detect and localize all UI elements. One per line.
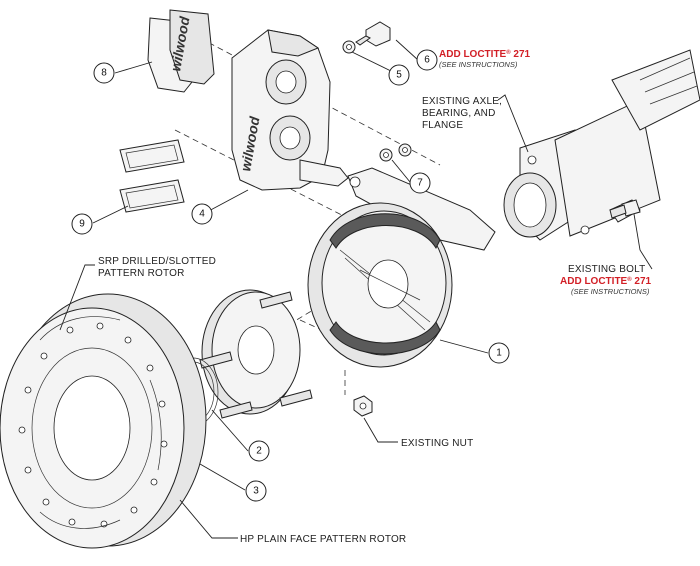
callout-1: 1	[488, 342, 510, 364]
label-srp-rotor: SRP DRILLED/SLOTTED PATTERN ROTOR	[98, 256, 216, 279]
existing-axle-assembly	[503, 49, 700, 241]
callout-5: 5	[388, 64, 410, 86]
rotor-drill-holes	[18, 322, 168, 528]
axle-line3: FLANGE	[422, 120, 463, 131]
leader-lines	[59, 39, 653, 539]
drilled-slotted-rotor	[0, 293, 207, 549]
callout-number: 8	[101, 68, 107, 79]
label-existing-nut: EXISTING NUT	[401, 438, 473, 449]
caliper: wilwood	[231, 29, 349, 191]
callout-number: 4	[199, 209, 205, 220]
label-loctite-top: ADD LOCTITE® 271 (SEE INSTRUCTIONS)	[439, 49, 531, 69]
loctite-top-suffix: 271	[511, 49, 531, 60]
axle-line2: BEARING, AND	[422, 108, 496, 119]
existing-nut	[353, 395, 373, 417]
svg-text:ADD LOCTITE® 271: ADD LOCTITE® 271	[560, 276, 652, 287]
callout-6: 6	[416, 49, 438, 71]
loctite-top-prefix: ADD LOCTITE	[439, 49, 507, 60]
callout-number: 7	[417, 178, 423, 189]
loctite-bolt-suffix: 271	[632, 276, 652, 287]
callout-number: 9	[79, 219, 85, 230]
srp-line1: SRP DRILLED/SLOTTED	[98, 256, 216, 267]
caliper-bolt-and-washers	[342, 21, 412, 162]
callout-number: 2	[256, 446, 262, 457]
callout-2: 2	[248, 440, 270, 462]
callout-number: 1	[496, 348, 502, 359]
loctite-top-reg: ®	[506, 49, 511, 56]
callout-4: 4	[191, 203, 213, 225]
callout-3: 3	[245, 480, 267, 502]
label-existing-axle: EXISTING AXLE, BEARING, AND FLANGE	[422, 96, 502, 131]
callout-number: 5	[396, 70, 402, 81]
nut-text: EXISTING NUT	[401, 438, 473, 449]
callout-8: 8	[93, 62, 115, 84]
callout-9: 9	[71, 213, 93, 235]
svg-text:ADD LOCTITE® 271: ADD LOCTITE® 271	[439, 49, 531, 60]
o-rings	[119, 139, 185, 213]
see-instructions-top: (SEE INSTRUCTIONS)	[439, 60, 518, 69]
bolt-text: EXISTING BOLT	[568, 264, 645, 275]
callout-7: 7	[409, 172, 431, 194]
loctite-bolt-reg: ®	[627, 276, 632, 283]
rotor-hat	[167, 289, 313, 427]
see-instructions-bolt: (SEE INSTRUCTIONS)	[571, 287, 650, 296]
callout-number: 6	[424, 55, 430, 66]
hp-rotor-text: HP PLAIN FACE PATTERN ROTOR	[240, 534, 406, 545]
callout-number: 3	[253, 486, 259, 497]
label-existing-bolt: EXISTING BOLT ADD LOCTITE® 271 (SEE INST…	[560, 264, 652, 296]
brake-pads: wilwood	[147, 9, 215, 93]
axle-line1: EXISTING AXLE,	[422, 96, 502, 107]
parking-brake-backing-plate	[307, 202, 453, 368]
srp-line2: PATTERN ROTOR	[98, 268, 185, 279]
label-hp-rotor: HP PLAIN FACE PATTERN ROTOR	[240, 534, 406, 545]
existing-bolt	[609, 199, 641, 219]
loctite-bolt-prefix: ADD LOCTITE	[560, 276, 628, 287]
